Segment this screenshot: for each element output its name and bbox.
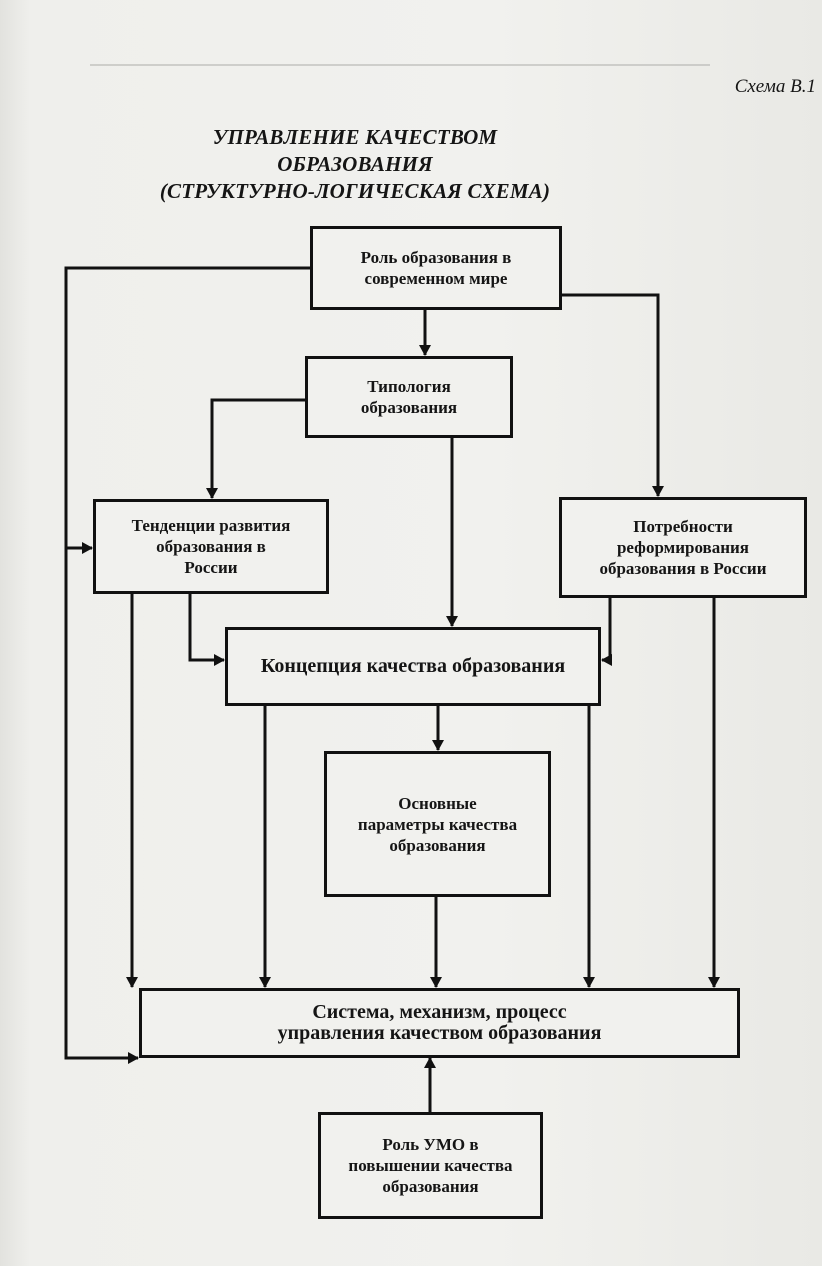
node-params-line-2: параметры качества (357, 814, 518, 834)
arrow-role-to-needs (562, 293, 664, 497)
node-role-line-1: Роль образования в (360, 248, 512, 267)
node-typology-line-2: образования (360, 398, 458, 417)
node-system-line-1: Система, механизм, процесс (312, 1001, 567, 1023)
title-line-2: (СТРУКТУРНО-ЛОГИЧЕСКАЯ СХЕМА) (159, 179, 551, 203)
node-role: Роль образования в современном мире (310, 226, 562, 310)
title-line-1: УПРАВЛЕНИЕ КАЧЕСТВОМ ОБРАЗОВАНИЯ (212, 125, 498, 176)
node-umo: Роль УМО в повышении качества образовани… (318, 1112, 543, 1219)
node-system-line-2: управления качеством образования (277, 1022, 602, 1044)
node-params-line-3: образования (389, 835, 486, 855)
node-params: Основные параметры качества образования (324, 751, 551, 897)
node-system: Система, механизм, процесс управления ка… (139, 988, 740, 1058)
arrow-trends-to-concept (188, 594, 225, 666)
header-rule (90, 64, 710, 66)
node-typology: Типология образования (305, 356, 513, 438)
node-trends: Тенденции развития образования в России (93, 499, 329, 594)
arrow-needs-to-concept (601, 598, 612, 666)
scheme-caption: Схема В.1 (734, 76, 816, 97)
node-trends-line-1: Тенденции развития (131, 516, 291, 535)
node-trends-line-2: образования в (156, 537, 266, 556)
node-umo-line-1: Роль УМО в (382, 1135, 479, 1154)
node-needs: Потребности реформирования образования в… (559, 497, 807, 598)
node-typology-line-1: Типология (367, 377, 451, 396)
arrow-role-to-system (64, 266, 310, 1064)
arrow-typology-to-trends (206, 398, 305, 499)
diagram-title: УПРАВЛЕНИЕ КАЧЕСТВОМ ОБРАЗОВАНИЯ (СТРУКТ… (140, 124, 570, 205)
node-needs-line-1: Потребности (633, 517, 733, 536)
node-needs-line-2: реформирования (616, 538, 750, 557)
node-umo-line-2: повышении качества (348, 1156, 513, 1175)
node-umo-line-3: образования (382, 1177, 479, 1196)
node-params-line-1: Основные (398, 793, 477, 813)
node-trends-line-3: России (184, 558, 238, 577)
node-needs-line-3: образования в России (599, 559, 767, 578)
node-concept: Концепция качества образования (225, 627, 601, 706)
node-role-line-2: современном мире (364, 269, 508, 288)
node-concept-line-1: Концепция качества образования (260, 655, 566, 677)
